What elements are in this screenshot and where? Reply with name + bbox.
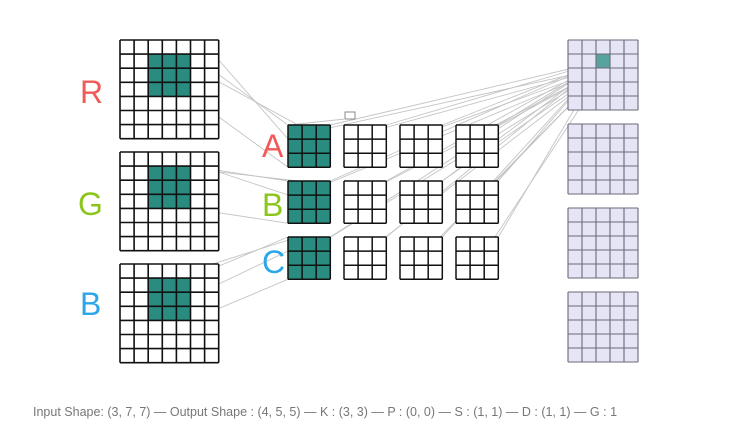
connector-line: [287, 118, 346, 126]
kernel-1-3-background: [456, 181, 499, 224]
input-channel-grid-1: [119, 151, 220, 252]
kernel-1-1: [343, 180, 388, 225]
kernel-2-1: [343, 236, 388, 281]
input-channel-grid-1-highlight: [148, 166, 191, 209]
input-channel-grid-0: [119, 39, 220, 140]
kernel-0-0-background: [288, 125, 331, 168]
kernel-1-0: [287, 180, 332, 225]
kernel-row-label-b: B: [262, 187, 284, 223]
output-channel-grid-3-background: [568, 292, 638, 362]
kernel-2-2-background: [400, 237, 443, 280]
connector-line: [330, 60, 604, 126]
output-channels: [567, 39, 639, 363]
kernel-0-1: [343, 124, 388, 169]
input-channel-label-b: B: [80, 286, 102, 322]
connector-marker: [344, 111, 356, 120]
kernel-row-label-c: C: [262, 244, 286, 280]
connector-line: [218, 171, 289, 196]
kernel-1-2-background: [400, 181, 443, 224]
kernel-0-2-background: [400, 125, 443, 168]
input-channel-grid-0-highlight: [148, 54, 191, 97]
kernel-2-3-background: [456, 237, 499, 280]
output-channel-grid-1-background: [568, 124, 638, 194]
connector-line: [324, 66, 608, 130]
output-channel-grid-2-background: [568, 208, 638, 278]
output-channel-grid-3: [567, 291, 639, 363]
kernel-2-2: [399, 236, 444, 281]
output-channel-grid-0-highlight: [596, 54, 610, 68]
kernel-0-2: [399, 124, 444, 169]
output-channel-grid-1: [567, 123, 639, 195]
output-channel-grid-0: [567, 39, 639, 111]
kernel-2-3: [455, 236, 500, 281]
kernel-1-3: [455, 180, 500, 225]
connector-line: [218, 250, 289, 285]
output-channel-grid-2: [567, 207, 639, 279]
input-channel-label-r: R: [80, 74, 104, 110]
input-channel-label-g: G: [78, 186, 103, 222]
kernel-0-0: [287, 124, 332, 169]
connector-line: [386, 60, 604, 126]
kernel-row-label-a: A: [262, 128, 284, 164]
input-channels: [119, 39, 220, 364]
connector-lines: [167, 53, 608, 321]
input-channel-grid-2: [119, 263, 220, 364]
shape-caption: Input Shape: (3, 7, 7) — Output Shape : …: [33, 405, 618, 419]
output-channel-grid-0-background: [568, 40, 638, 110]
kernel-2-0: [287, 236, 332, 281]
input-channel-grid-2-highlight: [148, 278, 191, 321]
kernel-1-1-background: [344, 181, 387, 224]
kernel-1-2: [399, 180, 444, 225]
kernel-2-0-background: [288, 237, 331, 280]
kernel-0-3: [455, 124, 500, 169]
kernel-grid: [287, 124, 500, 281]
kernel-0-3-background: [456, 125, 499, 168]
kernel-2-1-background: [344, 237, 387, 280]
connector-line: [218, 59, 289, 140]
kernel-1-0-background: [288, 181, 331, 224]
kernel-0-1-background: [344, 125, 387, 168]
